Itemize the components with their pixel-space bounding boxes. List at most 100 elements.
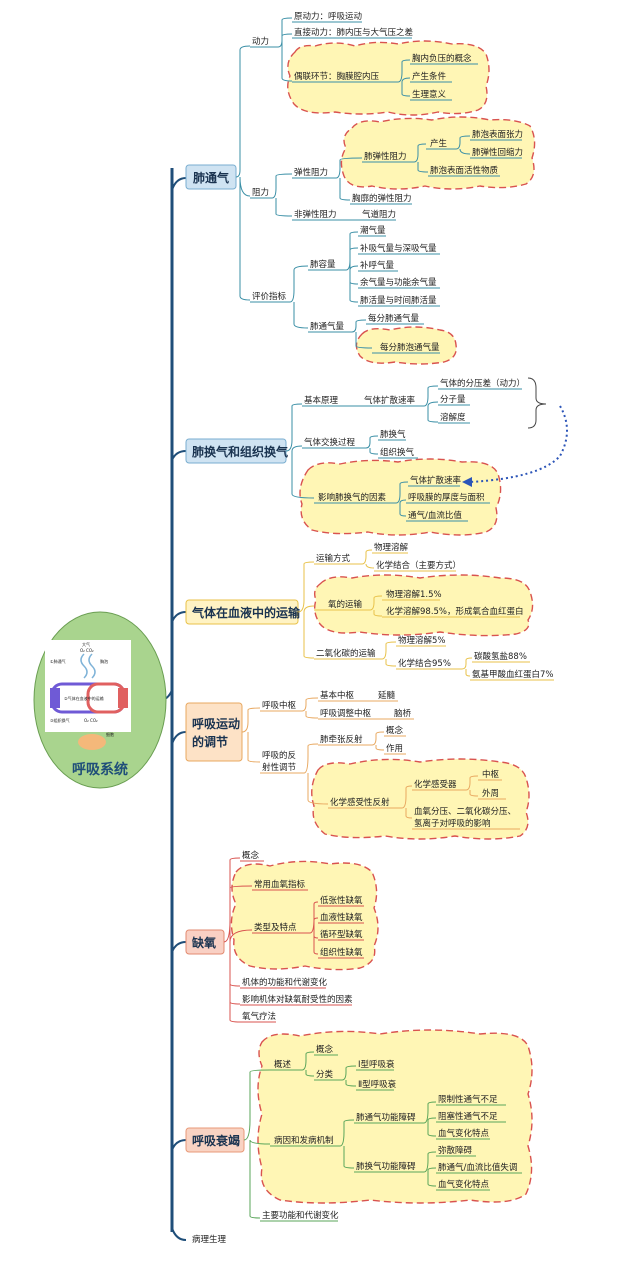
node-fxlb: 肺通气/血流比值失调 <box>438 1162 517 1173</box>
node-dongli: 动力 <box>252 36 269 47</box>
node-xy5: 血液性缺氧 <box>320 912 363 923</box>
node-xy1: 血氧分压、二氧化碳分压、 <box>414 806 516 817</box>
node-gs: 概述 <box>274 1059 292 1070</box>
thumbnail-diagram: 大气 O₂ CO₂ ①肺通气 胸泡 ②气体在血液中的运输 ③组织换气 O₂ CO… <box>50 641 128 750</box>
main-node-ventilation[interactable]: 肺通气 <box>185 164 237 190</box>
node-qdzl: 气道阻力 <box>362 209 396 220</box>
node-cstj: 产生条件 <box>412 71 447 82</box>
cloud-alveolar <box>355 326 457 365</box>
svg-text:肺换气和组织换气: 肺换气和组织换气 <box>192 444 288 459</box>
node-zhi: 直接动力：肺内压与大气压之差 <box>294 27 413 38</box>
node-jnbh: 机体的功能和代谢变化 <box>242 977 328 988</box>
thumb-mid: ②气体在血液中的运输 <box>64 695 104 701</box>
node-xqbh: 血气变化特点 <box>438 1128 490 1139</box>
node-zzhq: 组织换气 <box>380 447 415 458</box>
section-hypoxia: 概念 常用血氧指标 类型及特点 低张性缺氧 血液性缺氧 循环型缺氧 组织性缺氧 … <box>223 850 364 1023</box>
node-gn4: 概念 <box>386 725 404 736</box>
section-failure: 概述 概念 分类 Ⅰ型呼吸衰 Ⅱ型呼吸衰 病因和发病机制 肺通气功能障碍 限制性… <box>243 1044 522 1222</box>
bracket <box>527 377 547 429</box>
node-hxjh: 化学结合（主要方式） <box>376 560 461 571</box>
center-node[interactable]: 大气 O₂ CO₂ ①肺通气 胸泡 ②气体在血液中的运输 ③组织换气 O₂ CO… <box>33 611 167 789</box>
section-regulation: 呼吸中枢 基本中枢 延髓 呼吸调整中枢 脑桥 呼吸的反 射性调节 肺牵张反射 概… <box>241 690 520 830</box>
node-hxgsq: 化学感受器 <box>414 779 457 790</box>
node-tjzs: 呼吸调整中枢 <box>320 708 372 719</box>
node-fhq: 肺换气 <box>380 429 406 440</box>
node-ftxzl: 非弹性阻力 <box>294 209 337 220</box>
node-jhgc: 气体交换过程 <box>304 437 356 448</box>
node-yys: 氧的运输 <box>328 599 363 610</box>
highlight-clouds <box>230 40 536 1204</box>
svg-text:的调节: 的调节 <box>192 734 228 749</box>
main-node-exchange[interactable]: 肺换气和组织换气 <box>185 438 288 464</box>
node-cs: 产生 <box>430 138 448 149</box>
svg-text:呼吸运动: 呼吸运动 <box>192 716 240 731</box>
node-xh: 循环型缺氧 <box>320 929 363 940</box>
node-fsb: 射性调节 <box>262 762 297 773</box>
node-xy2: 氢离子对呼吸的影响 <box>414 818 491 829</box>
section-ventilation: 动力 原动力：呼吸运动 直接动力：肺内压与大气压之差 偶联环节：胸膜腔内压 胸内… <box>235 11 523 354</box>
node-jbyl: 基本原理 <box>304 395 339 406</box>
node-i: Ⅰ型呼吸衰 <box>358 1059 395 1070</box>
cloud-elastic <box>340 116 536 190</box>
node-lxtd: 类型及特点 <box>254 922 297 933</box>
node-cql: 潮气量 <box>360 225 386 236</box>
node-zs6: 阻塞性通气不足 <box>438 1111 498 1122</box>
node-xkt: 胸廓的弹性阻力 <box>352 193 412 204</box>
node-ajj: 氨基甲酸血红蛋白7% <box>472 669 554 680</box>
node-ktsl: 气体扩散速率 <box>364 395 416 406</box>
node-ktsl2: 气体扩散速率 <box>410 475 462 486</box>
main-node-hypoxia[interactable]: 缺氧 <box>185 929 225 955</box>
node-zz: 组织性缺氧 <box>320 947 363 958</box>
node-xfy: 胸内负压的概念 <box>412 53 472 64</box>
node-xlb: 通气/血流比值 <box>408 510 462 521</box>
svg-text:呼吸衰竭: 呼吸衰竭 <box>192 1133 240 1148</box>
thumb-bot1: O₂ CO₂ <box>84 718 98 723</box>
node-jbzs: 基本中枢 <box>320 690 355 701</box>
node-yxys5: 影响机体对缺氧耐受性的因素 <box>242 994 353 1005</box>
node-zuli: 阻力 <box>252 187 269 198</box>
node-ou: 偶联环节：胸膜腔内压 <box>294 71 380 82</box>
footer-label: 病理生理 <box>192 1234 227 1245</box>
section-transport: 运输方式 物理溶解 化学结合（主要方式） 氧的运输 物理溶解1.5% 化学溶解9… <box>297 542 554 681</box>
node-fl: 分类 <box>316 1069 334 1080</box>
thumb-top2: O₂ CO₂ <box>80 648 94 653</box>
node-frl: 肺容量 <box>310 259 336 270</box>
node-yansui: 延髓 <box>378 690 396 701</box>
node-yql: 余气量与功能余气量 <box>360 277 437 288</box>
section-exchange: 基本原理 气体扩散速率 气体的分压差（动力） 分子量 溶解度 气体交换过程 肺换… <box>285 377 568 522</box>
main-node-regulation[interactable]: 呼吸运动 的调节 <box>185 702 243 762</box>
cloud-pleural <box>287 40 490 116</box>
node-xz: 限制性通气不足 <box>438 1094 498 1105</box>
cloud-chemo <box>311 758 530 840</box>
thumb-l2: ③组织换气 <box>50 717 70 723</box>
svg-text:缺氧: 缺氧 <box>192 935 216 950</box>
node-wz: 外周 <box>482 788 499 799</box>
node-bxq: 补吸气量与深吸气量 <box>360 243 437 254</box>
node-mfpt: 每分肺泡通气量 <box>380 342 440 353</box>
node-wlrj: 物理溶解 <box>374 542 409 553</box>
node-txzl: 弹性阻力 <box>294 167 328 178</box>
node-ysfs: 运输方式 <box>316 553 351 564</box>
node-xqbh2: 血气变化特点 <box>438 1179 490 1190</box>
main-node-transport[interactable]: 气体在血液中的运输 <box>185 599 301 625</box>
node-ehys: 二氧化碳的运输 <box>316 648 376 659</box>
main-node-failure[interactable]: 呼吸衰竭 <box>185 1127 245 1153</box>
node-fhgn: 肺换气功能障碍 <box>356 1161 416 1172</box>
node-zy: 作用 <box>386 743 403 754</box>
node-zygn: 主要功能和代谢变化 <box>262 1210 339 1221</box>
node-rjd: 溶解度 <box>440 412 466 423</box>
node-ywl: 物理溶解1.5% <box>386 589 442 600</box>
thumb-top1: 大气 <box>82 641 90 647</box>
node-hxwz: 肺泡表面活性物质 <box>430 165 499 176</box>
node-gn5: 概念 <box>242 850 260 861</box>
node-yhx: 化学溶解98.5%，形成氧合血红蛋白 <box>386 606 524 617</box>
node-fzl: 分子量 <box>440 395 466 405</box>
node-fhl: 肺活量与时间肺活量 <box>360 295 437 306</box>
center-title: 呼吸系统 <box>72 761 128 778</box>
node-mfft: 每分肺通气量 <box>368 313 420 324</box>
cloud-oxygen <box>313 574 534 637</box>
cloud-hypoxia <box>230 860 379 971</box>
node-cyxy: 常用血氧指标 <box>254 879 306 890</box>
node-gn6: 概念 <box>316 1044 334 1055</box>
node-ewl: 物理溶解5% <box>398 635 446 646</box>
